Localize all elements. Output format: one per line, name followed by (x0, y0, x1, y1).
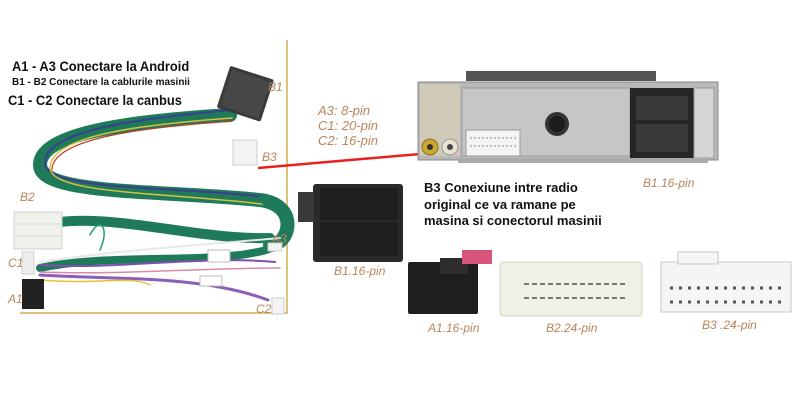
b3-description-line: B3 Conexiune intre radio (424, 180, 578, 195)
legend-canbus: C1 - C2 Conectare la canbus (8, 92, 182, 108)
connector-c2 (271, 297, 285, 315)
connector-a3 (267, 242, 283, 252)
pin-info-a3: A3: 8-pin (318, 103, 371, 118)
caption-a1: A1.16-pin (428, 321, 480, 335)
label-c1: C1 (8, 256, 24, 270)
connector-b1-iso (298, 184, 403, 262)
b3-description-line: masina si conectorul masinii (424, 213, 602, 228)
connector-a1 (22, 279, 44, 309)
connector-b3 (232, 139, 258, 166)
caption-b3: B3 .24-pin (702, 318, 757, 332)
label-c2: C2 (256, 302, 272, 316)
pin-info-list: A3: 8-pin C1: 20-pin C2: 16-pin (318, 103, 378, 148)
pin-info-c1: C1: 20-pin (318, 118, 378, 133)
b3-description-line: original ce va ramane pe (424, 196, 576, 212)
wire-bundle-upper-accent (43, 109, 259, 197)
connector-b1 (217, 66, 274, 122)
connector-a1-16pin (408, 250, 492, 314)
connector-b2 (13, 211, 63, 250)
caption-radio-b1: B1.16-pin (643, 176, 695, 190)
connector-b2-24pin (499, 261, 643, 317)
caption-b1-iso: B1.16-pin (334, 264, 386, 278)
connector-c1 (21, 251, 35, 275)
wire-bundle-lower (55, 215, 275, 244)
label-a1: A1 (8, 292, 23, 306)
b3-description: B3 Conexiune intre radio original ce va … (424, 180, 664, 230)
radio-unit (417, 71, 719, 163)
caption-b2: B2.24-pin (546, 321, 598, 335)
pin-info-c2: C2: 16-pin (318, 133, 378, 148)
legend-android: A1 - A3 Conectare la Android (12, 58, 190, 74)
legend-car-cables: B1 - B2 Conectare la cablurile masinii (12, 76, 190, 88)
label-b3: B3 (262, 150, 277, 164)
connector-b3-24pin (660, 251, 792, 313)
harness-frame (20, 40, 288, 314)
label-a3: A3 (272, 232, 287, 246)
label-b1: B1 (268, 80, 283, 94)
label-b2: B2 (20, 190, 35, 204)
